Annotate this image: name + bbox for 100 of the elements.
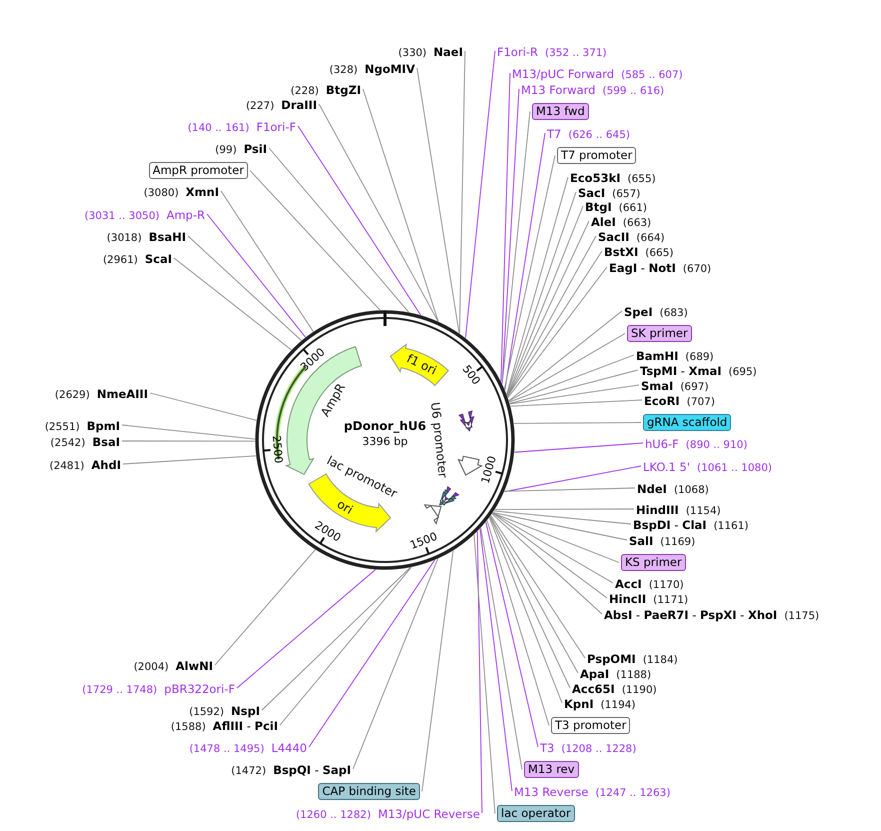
- enzyme-name: SacI: [578, 185, 606, 201]
- leader-line: [480, 528, 512, 792]
- site-position: (661): [618, 201, 648, 216]
- leader-line: [492, 512, 628, 540]
- primer-range: (1247 .. 1263): [595, 786, 670, 801]
- enzyme-name: PsiI: [244, 141, 267, 157]
- site-position: (1175): [784, 609, 820, 624]
- leader-line: [492, 513, 602, 614]
- enzyme-name: Eco53kI: [570, 170, 621, 186]
- site-position: (1588): [170, 720, 206, 735]
- site-position: (328): [329, 63, 358, 78]
- leader-line: [465, 50, 496, 338]
- site-position: (695): [728, 365, 757, 380]
- site-position: (2961): [102, 253, 138, 268]
- primer-range: (890 .. 910): [686, 438, 748, 453]
- site-position: (228): [290, 84, 319, 99]
- enzyme-name: SalI: [629, 533, 654, 549]
- leader-line: [308, 560, 436, 748]
- leader-line: [122, 424, 256, 440]
- site-position: (2004): [134, 660, 169, 675]
- primer-name: T3: [540, 740, 554, 756]
- enzyme-name: EagI - NotI: [609, 260, 676, 276]
- feature-tag: T7 promoter: [557, 147, 636, 164]
- plasmid-name: pDonor_hU6: [344, 419, 426, 433]
- leader-line: [122, 455, 256, 464]
- site-position: (663): [622, 216, 652, 231]
- leader-line: [150, 392, 257, 421]
- site-position: (1190): [622, 683, 657, 698]
- enzyme-name: BtgI: [585, 199, 612, 215]
- primer-name: pBR322ori-F: [164, 681, 235, 697]
- feature-label: f1 ori: [404, 351, 439, 378]
- enzyme-name: BstXI: [604, 244, 638, 260]
- primer-range: (599 .. 616): [602, 84, 664, 99]
- enzyme-name: BamHI: [636, 348, 678, 364]
- leader-line: [459, 50, 466, 334]
- enzyme-name: BspQI - SapI: [273, 762, 351, 778]
- site-position: (670): [682, 262, 712, 277]
- leader-line: [514, 442, 644, 453]
- leader-line: [504, 155, 556, 390]
- leader-line: [510, 400, 642, 407]
- enzyme-name: BsaHI: [148, 229, 186, 245]
- enzyme-name: XmnI: [186, 184, 219, 200]
- site-position: (655): [628, 172, 656, 187]
- site-position: (1184): [642, 653, 678, 668]
- enzyme-name: AlwNI: [176, 658, 213, 674]
- scale-number: 1000: [478, 454, 499, 486]
- site-position: (3080): [144, 186, 179, 201]
- enzyme-name: ScaI: [144, 251, 172, 267]
- primer-range: (352 .. 371): [545, 46, 607, 61]
- leader-line: [494, 508, 634, 510]
- primer-name: hU6-F: [645, 436, 679, 452]
- enzyme-name: Acc65I: [572, 681, 615, 697]
- enzyme-name: AleI: [591, 214, 616, 230]
- leader-line: [506, 192, 576, 396]
- leader-line: [490, 516, 578, 674]
- primer-range: (1260 .. 1282): [296, 808, 371, 823]
- site-position: (665): [645, 246, 674, 261]
- leader-line: [504, 488, 636, 492]
- leader-line: [474, 534, 496, 814]
- scale-number: 2500: [270, 434, 286, 464]
- leader-line: [298, 126, 422, 316]
- enzyme-name: BtgZI: [326, 82, 361, 98]
- primer-name: M13/pUC Reverse: [378, 806, 480, 822]
- feature-tag: gRNA scaffold: [643, 414, 732, 431]
- feature-tag: SK primer: [627, 325, 692, 342]
- leader-line: [508, 354, 634, 403]
- leader-line: [214, 549, 316, 666]
- enzyme-name: HindIII: [636, 502, 679, 518]
- feature-label: U6 promoter: [428, 402, 450, 478]
- primer-name: Amp-R: [166, 207, 205, 223]
- site-position: (657): [612, 187, 640, 202]
- primer-range: (1478 .. 1495): [189, 742, 264, 757]
- leader-line: [262, 567, 411, 710]
- leader-line: [174, 258, 292, 350]
- site-position: (2551): [44, 420, 80, 435]
- leader-line: [122, 440, 256, 442]
- site-position: (2542): [50, 436, 86, 451]
- primer-range: (1729 .. 1748): [82, 683, 158, 698]
- primer-range: (1208 .. 1228): [561, 742, 636, 757]
- feature-tag: M13 fwd: [532, 103, 589, 120]
- leader-line: [504, 132, 546, 390]
- primer-name: M13/pUC Forward: [512, 66, 614, 82]
- leader-line: [352, 558, 438, 770]
- site-position: (227): [246, 99, 274, 114]
- site-position: (3018): [106, 231, 142, 246]
- enzyme-name: NmeAIII: [96, 386, 148, 402]
- enzyme-name: NspI: [231, 703, 260, 719]
- leader-line: [480, 527, 522, 770]
- feature-tag: lac operator: [497, 805, 575, 822]
- site-position: (1188): [616, 668, 652, 683]
- leader-line: [507, 266, 608, 398]
- feature-tag: T3 promoter: [551, 717, 630, 734]
- site-position: (1161): [714, 519, 748, 534]
- leader-line: [206, 214, 306, 338]
- site-position: (1170): [648, 578, 684, 593]
- leader-line: [236, 569, 376, 688]
- leader-line: [318, 104, 438, 322]
- leader-line: [508, 310, 622, 402]
- scale-number: 1500: [408, 530, 440, 552]
- primer-range: (140 .. 161): [188, 121, 250, 136]
